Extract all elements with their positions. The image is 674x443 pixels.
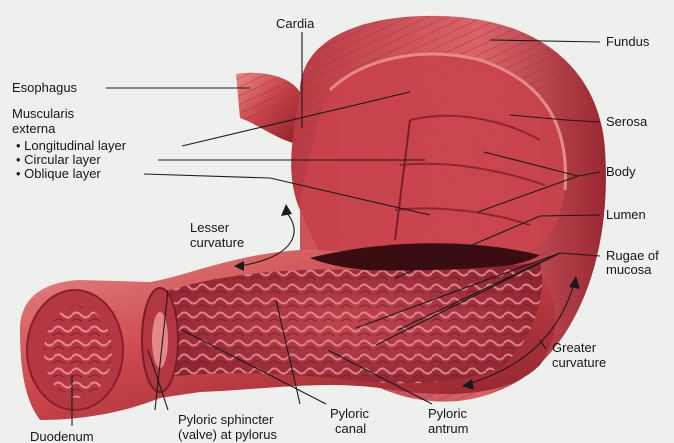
- label-pyloric-sphincter-2: (valve) at pylorus: [178, 427, 277, 442]
- label-esophagus: Esophagus: [12, 80, 78, 95]
- label-body: Body: [606, 164, 636, 179]
- label-cardia: Cardia: [276, 16, 315, 31]
- label-longitudinal-layer: • Longitudinal layer: [16, 138, 127, 153]
- label-lumen: Lumen: [606, 207, 646, 222]
- label-pyloric-antrum-2: antrum: [428, 421, 468, 436]
- label-rugae-2: mucosa: [606, 262, 652, 277]
- label-serosa: Serosa: [606, 114, 648, 129]
- label-rugae-1: Rugae of: [606, 248, 659, 263]
- label-muscularis-2: externa: [12, 121, 56, 136]
- label-muscularis-1: Muscularis: [12, 106, 75, 121]
- label-greater-2: curvature: [552, 355, 606, 370]
- label-fundus: Fundus: [606, 34, 650, 49]
- label-pyloric-antrum-1: Pyloric: [428, 406, 468, 421]
- label-pyloric-canal-2: canal: [335, 421, 366, 436]
- label-pyloric-canal-1: Pyloric: [330, 406, 370, 421]
- label-greater-1: Greater: [552, 340, 597, 355]
- label-pyloric-sphincter-1: Pyloric sphincter: [178, 412, 274, 427]
- label-oblique-layer: • Oblique layer: [16, 166, 101, 181]
- label-lesser-1: Lesser: [190, 220, 230, 235]
- label-circular-layer: • Circular layer: [16, 152, 101, 167]
- label-lesser-2: curvature: [190, 235, 244, 250]
- label-duodenum: Duodenum: [30, 429, 94, 443]
